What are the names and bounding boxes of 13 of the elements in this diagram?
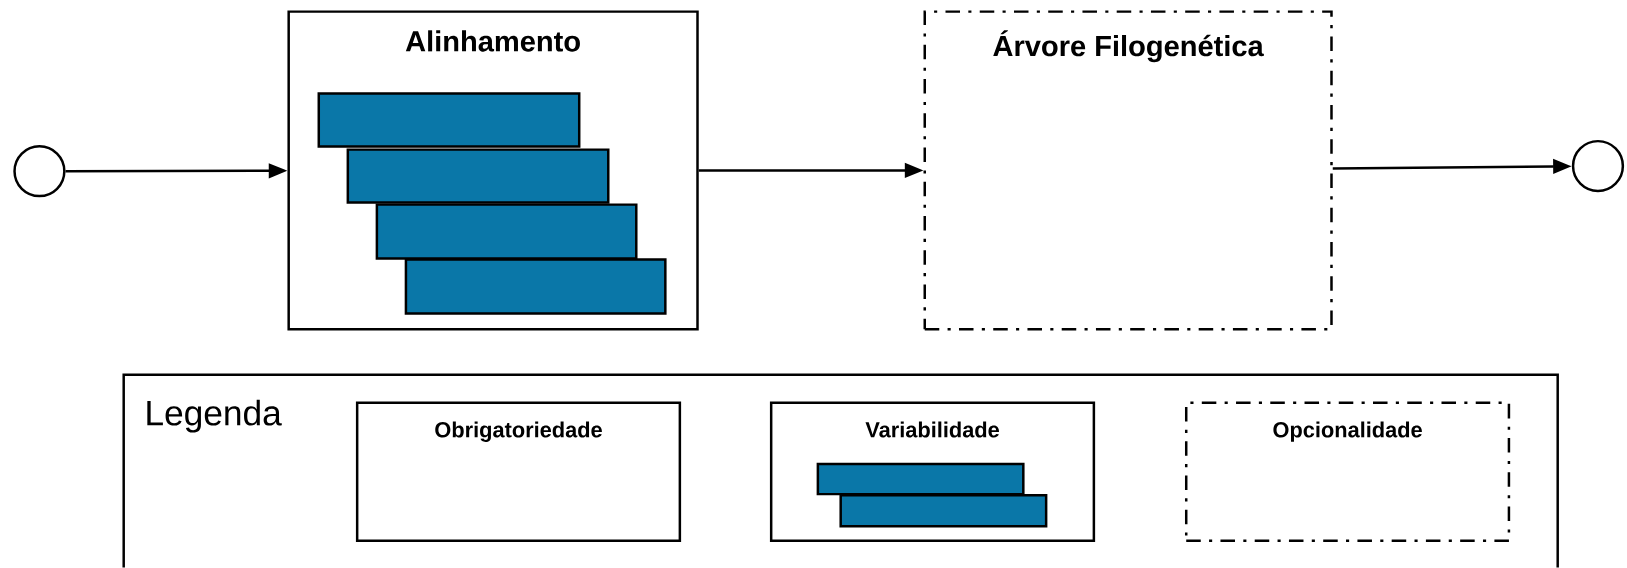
legend-sample-box: Obrigatoriedade: [355, 401, 682, 543]
legend-sample-box: Variabilidade: [769, 401, 1096, 543]
option-bar: [816, 463, 1025, 496]
option-bar: [839, 494, 1048, 528]
optional-box: Árvore Filogenética: [923, 10, 1333, 331]
circle-node: [13, 145, 66, 198]
option-bar: [346, 148, 610, 204]
option-bar: [375, 203, 638, 261]
process-box: Alinhamento: [287, 10, 699, 331]
legend-sample-box: Opcionalidade: [1185, 401, 1511, 543]
option-bar: [404, 258, 667, 316]
circle-node: [1571, 140, 1625, 193]
option-bar: [317, 92, 581, 148]
